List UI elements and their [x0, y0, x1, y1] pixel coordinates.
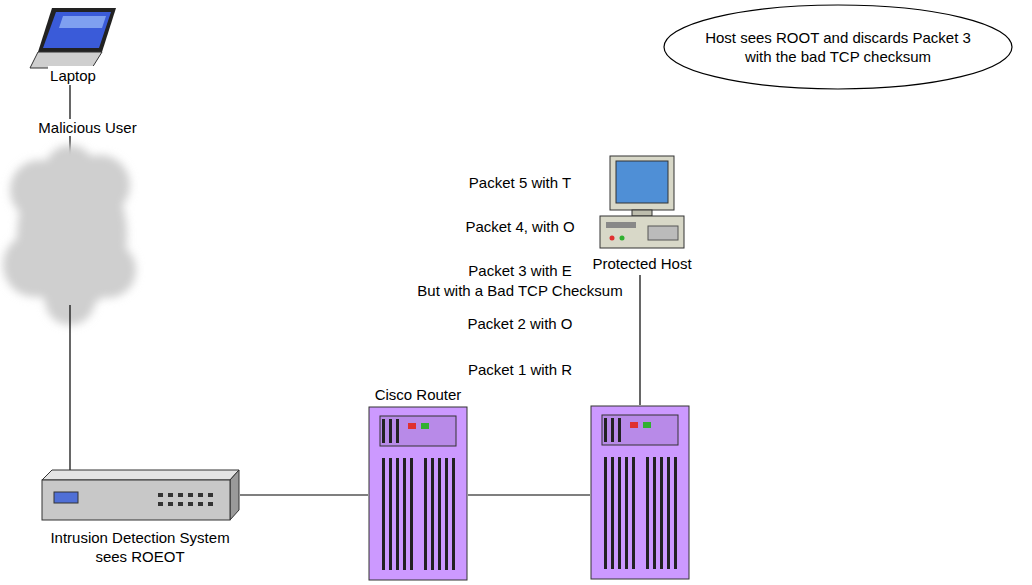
packet-label: Packet 3 with E	[390, 261, 650, 280]
router-symbol	[591, 406, 689, 579]
label-text: But with a Bad TCP Checksum	[415, 282, 624, 299]
node-label: Laptop	[48, 66, 98, 85]
ids-node: Intrusion Detection System sees ROEOT	[38, 462, 242, 566]
wire	[468, 494, 590, 495]
network-link	[240, 494, 368, 495]
ids-appliance	[40, 462, 240, 522]
label-text: Packet 3 with E	[466, 262, 573, 279]
wire	[639, 275, 640, 405]
packet-label: Packet 1 with R	[390, 360, 650, 379]
label-text: Packet 4, with O	[463, 218, 576, 235]
label-text: Packet 2 with O	[465, 315, 574, 332]
node-label: Cisco Router	[375, 385, 462, 404]
router-symbol	[368, 406, 468, 581]
label-text: Packet 1 with R	[466, 361, 574, 378]
host-node: Protected Host	[590, 152, 693, 273]
packet-label: Packet 2 with O	[390, 314, 650, 333]
packet-label: Packet 4, with O	[390, 217, 650, 236]
internet-cloud	[3, 145, 136, 325]
router-node: Cisco Router	[368, 385, 468, 581]
wire	[69, 305, 70, 472]
node-label: Protected Host	[592, 254, 691, 273]
label-text: Packet 5 with T	[467, 174, 573, 191]
callout-ellipse	[662, 3, 1014, 91]
node-label: Host sees ROOT and discards Packet 3 wit…	[702, 28, 974, 66]
laptop-icon	[28, 6, 118, 72]
node-label: Intrusion Detection System sees ROEOT	[40, 528, 240, 566]
packet-label: But with a Bad TCP Checksum	[370, 281, 670, 300]
label-text: Malicious User	[36, 119, 138, 136]
desktop-computer	[596, 152, 688, 252]
laptop-node: Laptop	[25, 6, 121, 85]
callout-node: Host sees ROOT and discards Packet 3 wit…	[662, 3, 1014, 91]
packet-label: Packet 5 with T	[390, 173, 650, 192]
actor-label: Malicious User	[0, 118, 175, 137]
